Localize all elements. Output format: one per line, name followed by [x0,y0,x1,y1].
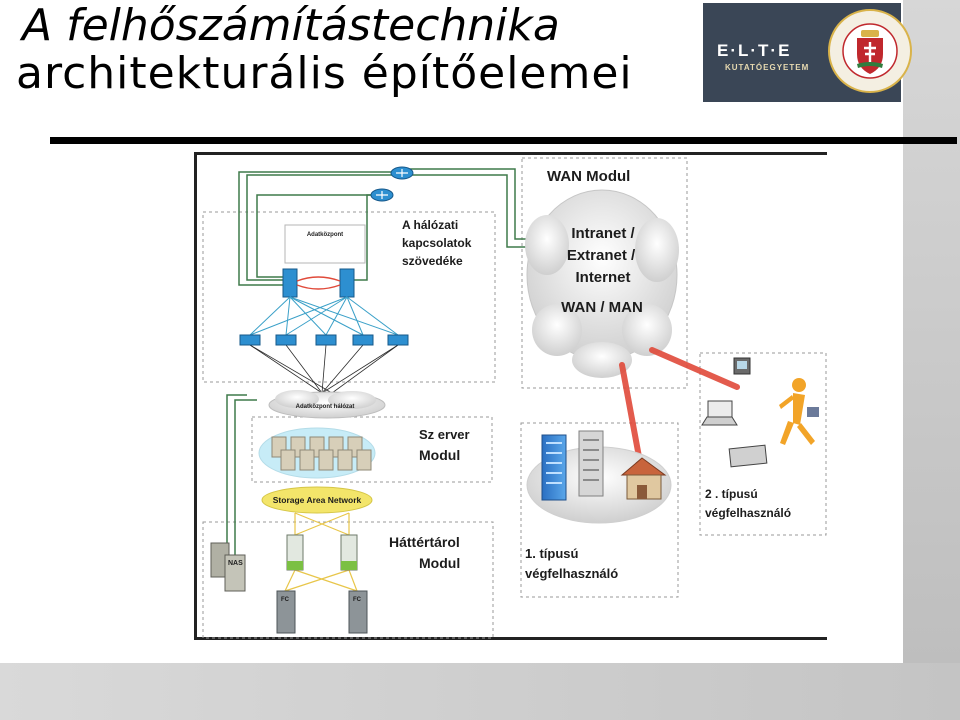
slide-title-line1: A felhőszámítástechnika [22,0,560,51]
fc-label-2: FC [353,597,362,603]
network-label-line1: A hálózati [402,218,458,232]
datacenter-box-label: Adatközpont [307,232,343,238]
office-building-1-icon [541,434,567,501]
access-switch-3 [315,334,337,346]
user2-module-frame [699,352,827,536]
core-router-1 [390,166,414,180]
nas-label: NAS [228,560,243,567]
storage-label-line1: Háttértárol [389,534,460,550]
san-switch-2 [340,534,358,571]
cloud-label-line4: WAN / MAN [561,299,643,316]
slide-title-line2: architekturális építőelemei [16,48,633,99]
logo-subtitle: KUTATÓEGYETEM [725,63,810,72]
access-switch-5 [387,334,409,346]
datacenter-network-label: Adatközpont hálózat [296,404,355,410]
network-label-line3: szövedéke [402,254,463,268]
datacenter-network-cloud [268,390,386,419]
aggregation-links [249,344,399,394]
title-underline [50,137,957,144]
laptop-icon [701,400,738,426]
cloud-label-line3: Internet [575,269,630,286]
user1-label-line1: 1. típusú [525,546,579,561]
san-fabric-links [284,512,358,592]
tablet-icon [728,444,768,468]
server-stack-icon [271,436,372,471]
network-module-frame [202,211,496,383]
slide-title: A felhőszámítástechnika architekturális … [16,0,633,98]
network-label-line2: kapcsolatok [402,236,472,250]
access-switches [239,334,409,346]
cloud-label-line1: Intranet / [571,225,635,242]
fc-array-1: FC [276,590,296,634]
san-cloud [261,486,373,514]
architecture-diagram: Adatközpont A hálózati [194,152,827,640]
nas-device: NAS [210,542,246,592]
fc-array-2: FC [348,590,368,634]
access-mesh-links [249,296,399,336]
running-person-icon [779,378,819,445]
user2-label-line1: 2 . típusú [705,487,758,501]
cloud-label-line2: Extranet / [567,247,636,264]
server-label-line1: Sz erver [419,427,470,442]
san-label: Storage Area Network [273,495,362,505]
core-router-2 [370,188,394,202]
wan-module-label: WAN Modul [547,168,630,185]
user1-module-frame [520,422,679,598]
core-interlink [296,276,341,290]
home-icon [620,457,667,500]
university-seal-icon [828,9,912,93]
wan-module-frame [521,157,688,389]
storage-label-line2: Modul [419,555,460,571]
core-switch-1 [282,268,298,298]
logo-name: E·L·T·E [717,41,792,60]
storage-module-frame [202,521,494,639]
diagram-canvas: Adatközpont A hálózati [202,157,827,639]
user1-label-line2: végfelhasználó [525,566,618,581]
server-module-frame [251,416,493,483]
slide-bottom-band [0,663,960,720]
user2-label-line2: végfelhasználó [705,506,791,520]
core-switch-2 [339,268,355,298]
access-switch-2 [275,334,297,346]
access-switch-4 [352,334,374,346]
wan-uplinks [217,168,542,576]
wan-cloud [525,189,679,378]
elte-logo: E·L·T·E KUTATÓEGYETEM [703,3,912,102]
office-building-2-icon [578,430,604,497]
fc-label-1: FC [281,597,290,603]
server-label-line2: Modul [419,447,460,463]
pda-icon [733,357,751,375]
san-switch-1 [286,534,304,571]
datacenter-box [284,224,366,264]
access-switch-1 [239,334,261,346]
slide-right-band [903,0,960,720]
